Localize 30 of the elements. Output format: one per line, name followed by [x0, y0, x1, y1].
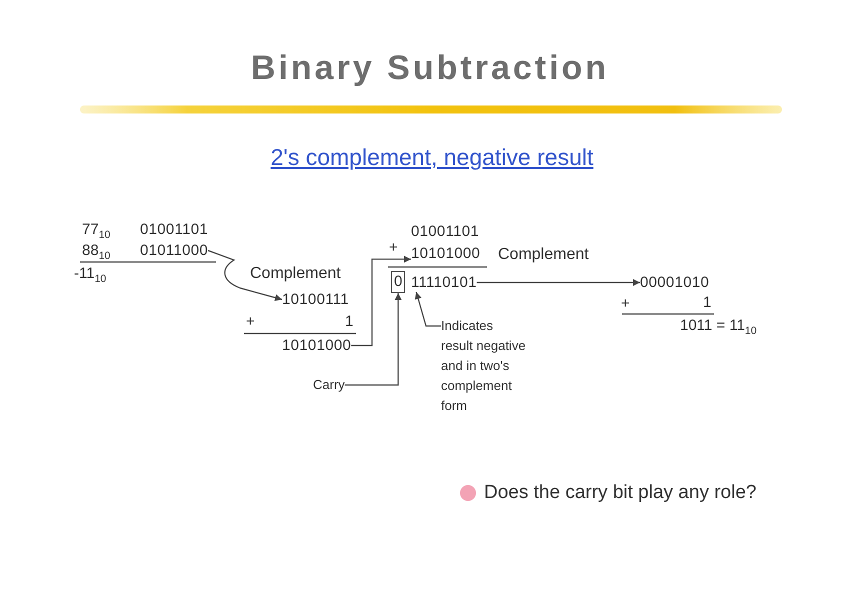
arrow: [476, 279, 640, 286]
decimal-value: -11$_{10}$: [74, 264, 106, 283]
question-text: Does the carry bit play any role?: [484, 482, 756, 504]
annotation-text: Indicates result negative and in two's complement form: [441, 316, 527, 416]
binary-number: 01001101: [411, 222, 480, 241]
binary-number: 01011000: [140, 241, 208, 260]
arrow: [351, 256, 411, 346]
binary-number: 11110101: [411, 273, 477, 292]
binary-number: 10100111: [282, 290, 349, 309]
plus-sign: +: [621, 294, 630, 313]
leader-arrow: [414, 292, 441, 327]
decimal-value: 88$_{10}$: [82, 241, 110, 260]
result-text: 1011 = 11$_{10}$: [680, 316, 757, 335]
binary-number: 01001101: [140, 220, 208, 239]
binary-number: 10101000: [411, 244, 480, 263]
callout-text: Carry: [313, 377, 345, 393]
edge-label: Complement: [498, 245, 589, 264]
arrow: [344, 293, 402, 386]
binary-number: 10101000: [282, 336, 352, 355]
carry-bit: 0: [391, 271, 406, 293]
slide-title: Binary Subtraction: [250, 48, 610, 88]
binary-digit: 1: [345, 312, 354, 331]
plus-sign: +: [246, 312, 255, 331]
edge-label: Complement: [250, 264, 341, 283]
binary-digit: 1: [703, 293, 712, 312]
plus-sign: +: [389, 240, 398, 255]
binary-number: 00001010: [640, 273, 710, 292]
arrow: [208, 250, 282, 302]
subtitle: 2's complement, negative result: [270, 143, 594, 171]
decimal-value: 77$_{10}$: [82, 220, 110, 239]
